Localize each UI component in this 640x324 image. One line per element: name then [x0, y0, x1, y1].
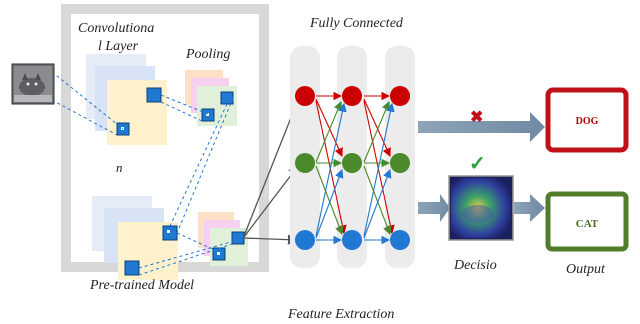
neuron-l1-top	[295, 86, 315, 106]
fc-connections	[315, 91, 395, 245]
output-arrows	[418, 112, 545, 222]
n-label: n	[116, 160, 123, 175]
conv-stack-top	[86, 54, 167, 145]
neuron-l2-top	[342, 86, 362, 106]
svg-text:DOG: DOG	[576, 116, 599, 127]
conv-stack-bottom	[92, 196, 178, 280]
output-dog-box: DOG	[545, 87, 629, 153]
fully-connected-label: Fully Connected	[309, 16, 404, 31]
pooling-stack-bottom	[198, 212, 248, 266]
neuron-l1-bottom	[295, 230, 315, 250]
neuron-l2-bottom	[342, 230, 362, 250]
conv-layer-label-line1: Convolutiona	[78, 21, 154, 36]
neuron-l1-middle	[295, 153, 315, 173]
pooling-label: Pooling	[185, 47, 230, 62]
dashed-connections	[51, 71, 239, 276]
pooling-stack-top	[185, 70, 237, 126]
neuron-l3-top	[390, 86, 410, 106]
cat-heatmap-icon	[448, 175, 514, 241]
conv-layer-label-line2: l Layer	[98, 39, 139, 54]
pretrained-model-label: Pre-trained Model	[89, 278, 194, 293]
reject-mark-icon: ✖	[470, 109, 483, 126]
svg-text:CAT: CAT	[576, 218, 599, 230]
neuron-l3-middle	[390, 153, 410, 173]
feature-arrows	[243, 98, 300, 245]
neuron-l2-middle	[342, 153, 362, 173]
decision-label: Decisio	[453, 258, 497, 273]
cat-photo-icon	[11, 63, 55, 105]
output-label: Output	[566, 262, 606, 277]
output-cat-box: CAT	[545, 191, 629, 252]
neuron-l3-bottom	[390, 230, 410, 250]
feature-extraction-label: Feature Extraction	[287, 307, 394, 322]
fc-neurons	[295, 86, 410, 250]
accept-mark-icon: ✓	[469, 153, 486, 175]
